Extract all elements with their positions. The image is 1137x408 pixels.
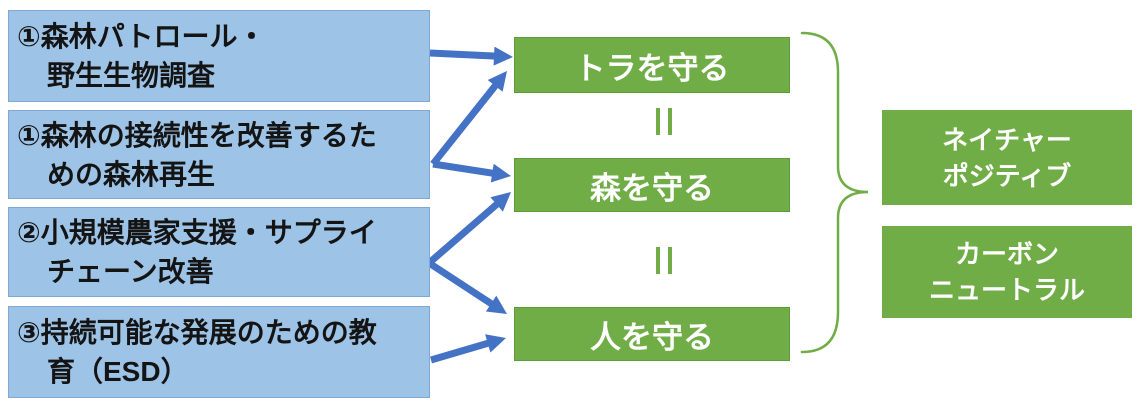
equals-bar [668,108,672,135]
activity-text-line2: 野生生物調査 [47,60,216,91]
activity-text-line2: めの森林再生 [47,158,216,190]
activity-text-line1: ②小規模農家支援・サプライ [17,217,377,248]
goal-label: 森を守る [590,170,714,206]
activity-box-forest-restoration: ①森林の接続性を改善するた めの森林再生 [8,110,430,199]
arrowhead-activity2-to-goal2 [490,163,511,183]
arrowhead-activity3-to-goal3 [485,295,507,314]
arrowhead-activity1-to-goal1 [493,46,513,66]
activity-text-line2: 育（ESD） [47,356,189,387]
outcome-box-carbon-neutral: カーボン ニュートラル [882,226,1132,318]
arrow-activity2-to-goal2 [432,160,495,177]
equals-bar [656,247,660,274]
goal-box-protect-people: 人を守る [514,307,790,361]
activity-box-smallholder-support: ②小規模農家支援・サプライ チェーン改善 [8,207,430,297]
right-curly-brace [800,31,869,354]
goal-label: トラを守る [574,50,730,86]
arrowhead-activity3-to-goal2 [490,192,511,212]
arrow-activity1-to-goal1 [429,49,497,60]
arrow-activity3-to-goal2 [426,200,501,266]
activity-box-forest-patrol: ①森林パトロール・ 野生生物調査 [8,10,430,102]
goal-box-protect-forests: 森を守る [514,158,790,212]
outcome-box-nature-positive: ネイチャー ポジティブ [882,110,1132,205]
arrow-activity4-to-goal3 [430,339,491,364]
outcome-text-line1: ネイチャー [942,124,1072,155]
activity-box-esd-education: ③持続可能な発展のための教 育（ESD） [8,306,430,398]
arrowhead-activity4-to-goal3 [485,334,506,353]
equals-icon [656,247,672,274]
outcome-text-line1: カーボン [954,239,1059,269]
arrow-activity3-to-goal3 [427,260,495,308]
equals-bar [668,247,672,274]
outcome-text-line2: ポジティブ [942,160,1072,191]
equals-icon [656,108,672,135]
goal-box-protect-tigers: トラを守る [514,37,790,93]
activity-text-line1: ③持続可能な発展のための教 [17,317,377,348]
arrow-activity2-to-goal1 [430,82,500,167]
outcome-text-line2: ニュートラル [928,275,1085,305]
activity-text-line2: チェーン改善 [47,256,214,287]
equals-bar [656,108,660,135]
arrowhead-activity2-to-goal1 [487,71,507,92]
activity-text-line1: ①森林パトロール・ [17,21,266,52]
goal-label: 人を守る [590,319,714,355]
activity-text-line1: ①森林の接続性を改善するた [17,119,377,151]
